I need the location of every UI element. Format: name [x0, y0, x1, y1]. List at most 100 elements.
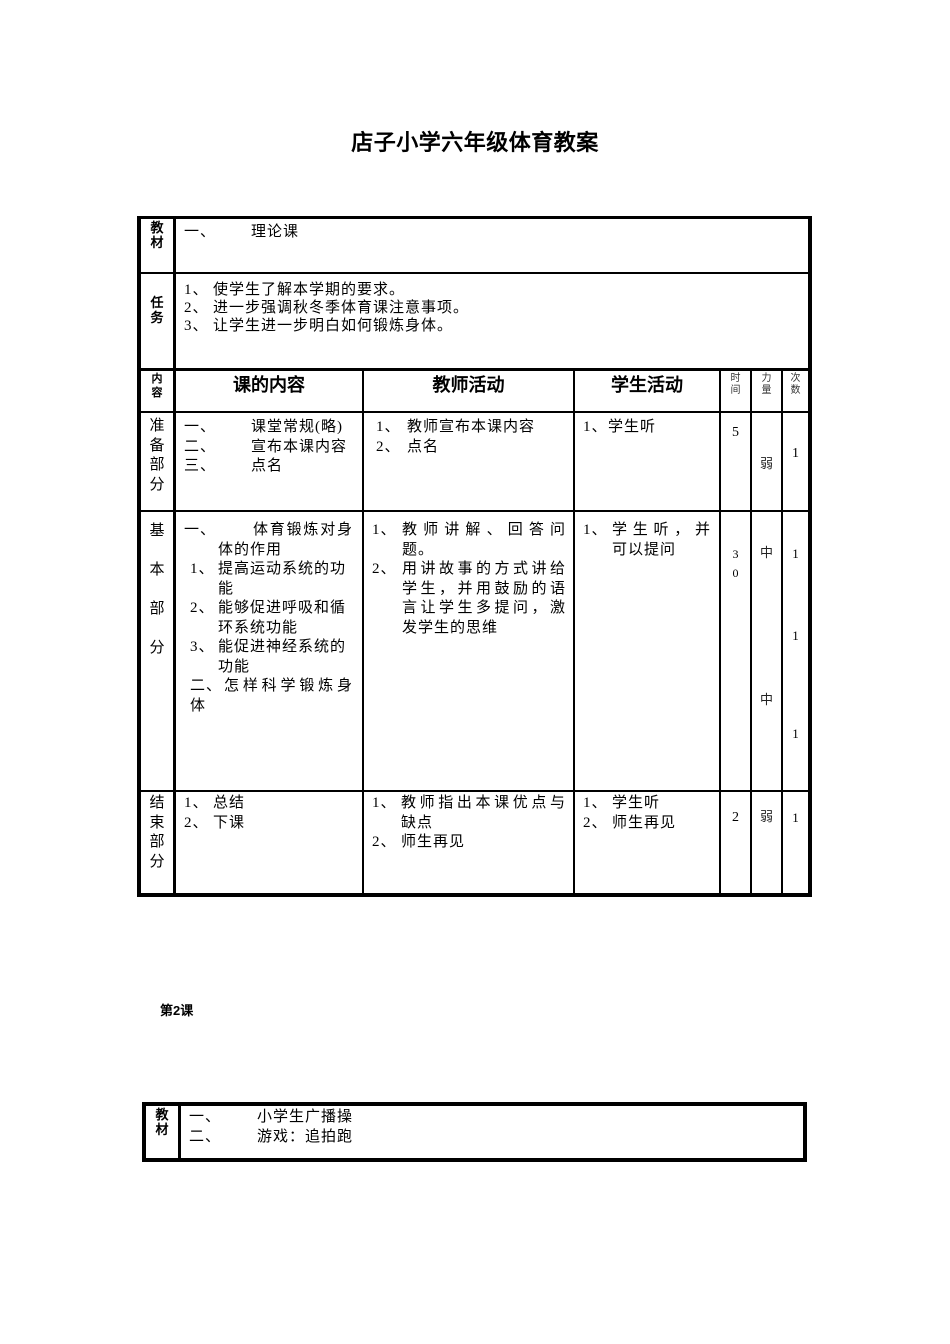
- item-text-line: 教师讲解、回答问: [402, 522, 565, 538]
- prep-student-cell: 1、 学生听: [575, 413, 719, 510]
- prep-content-cell: 一、 课堂常规(略) 二、 宣布本课内容 三、 点名: [176, 413, 362, 510]
- item-text: 课堂常规(略): [251, 419, 343, 435]
- item-number: 3、: [190, 639, 215, 655]
- prep-teacher-cell: 1、 教师宣布本课内容 2、 点名: [364, 413, 573, 510]
- main-reps-value: 1: [792, 546, 799, 561]
- materials-item: 一、 小学生广播操: [181, 1108, 803, 1128]
- item-text-line: 提高运动系统的功: [218, 561, 347, 577]
- student-item: 1、 学生听，并: [575, 521, 719, 541]
- end-intensity-cell: 弱: [752, 792, 781, 893]
- main-content-cell: 一、 体育锻炼对身 体的作用 1、 提高运动系统的功 能 2、 能够促进呼吸和循…: [176, 512, 362, 790]
- content-item: 1、 提高运动系统的功: [176, 560, 362, 580]
- main-time-cell: 30: [721, 512, 750, 790]
- item-text-line: 缺点: [401, 814, 434, 831]
- teacher-item: 1、 教师讲解、回答问: [364, 521, 573, 541]
- main-reps-value: 1: [792, 726, 799, 741]
- item-text: 学生听: [608, 419, 657, 435]
- lesson2-materials-label-cell: 教材: [146, 1106, 178, 1158]
- prep-section-label: 准备部分: [149, 418, 165, 493]
- main-section-label: 基本部分: [149, 523, 165, 656]
- materials-content-cell: 一、 理论课: [176, 219, 808, 272]
- column-header-reps: 次数: [790, 373, 801, 396]
- item-text: 下课: [213, 814, 246, 831]
- item-number: 2、: [184, 300, 209, 316]
- end-time-value: 2: [732, 810, 739, 825]
- item-text-line: 能够促进呼吸和循: [218, 600, 347, 616]
- column-header-student: 学生活动: [611, 375, 683, 395]
- content-item: 二、 宣布本课内容: [176, 438, 362, 458]
- item-number: 2、: [376, 438, 401, 455]
- item-text: 总结: [213, 795, 246, 811]
- item-number: 2、: [184, 814, 209, 831]
- item-text-line: 环系统功能: [218, 619, 299, 636]
- main-teacher-cell: 1、 教师讲解、回答问 题。 2、 用讲故事的方式讲给 学生，并用鼓励的语 言让…: [364, 512, 573, 790]
- item-number: 1、: [184, 795, 209, 811]
- item-number: 二、: [184, 438, 217, 455]
- header-reps-cell: 次数: [783, 371, 808, 411]
- header-section-label: 内容: [151, 373, 163, 399]
- lesson-2-table: 教材 一、 小学生广播操 二、 游戏：追拍跑: [142, 1102, 807, 1162]
- teacher-item: 2、 用讲故事的方式讲给: [364, 560, 573, 580]
- item-text-line: 教师指出本课优点与: [401, 795, 565, 811]
- teacher-item: 2、 点名: [364, 438, 573, 458]
- header-teacher-cell: 教师活动: [364, 371, 573, 411]
- content-item: 2、 下课: [176, 814, 362, 834]
- prep-time-cell: 5: [721, 413, 750, 510]
- materials-item: 一、 理论课: [176, 223, 808, 243]
- item-number: 1、: [583, 795, 608, 811]
- header-time-cell: 时间: [721, 371, 750, 411]
- content-item: 二、 怎样科学锻炼身: [176, 677, 362, 697]
- main-intensity-cell: 中 中: [752, 512, 781, 790]
- item-number: 1、: [184, 282, 209, 298]
- item-text: 教师宣布本课内容: [407, 419, 536, 435]
- lesson-plan-table: 教材 一、 理论课 任务 1、 使学生了解本学期的要求。 2、 进一步强调秋冬季…: [137, 216, 812, 897]
- end-intensity-value: 弱: [759, 809, 773, 824]
- item-number: 一、: [189, 1109, 222, 1125]
- item-number: 1、: [376, 419, 401, 435]
- student-item: 1、 学生听: [575, 418, 719, 438]
- column-header-content: 课的内容: [233, 375, 305, 395]
- end-reps-value: 1: [792, 810, 799, 825]
- end-section-label: 结束部分: [149, 795, 165, 870]
- column-header-intensity: 力量: [761, 373, 772, 396]
- column-header-time: 时间: [730, 373, 741, 396]
- main-reps-cell: 1 1 1: [783, 512, 808, 790]
- tasks-label-cell: 任务: [141, 274, 173, 368]
- column-header-teacher: 教师活动: [432, 375, 505, 395]
- item-number: 2、: [372, 561, 397, 577]
- item-text-line: 体育锻炼对身: [253, 522, 352, 538]
- item-text-line: 言让学生多提问，激: [402, 600, 565, 616]
- content-item: 一、 体育锻炼对身: [176, 521, 362, 541]
- item-text-line: 体的作用: [218, 541, 283, 558]
- item-number: 2、: [583, 814, 608, 831]
- item-number: 1、: [583, 419, 608, 435]
- materials-label: 教材: [155, 1107, 169, 1137]
- item-text-line: 用讲故事的方式讲给: [402, 561, 565, 577]
- item-number: 一、: [184, 419, 217, 435]
- item-number: 二、: [189, 1128, 222, 1145]
- item-text-line: 题。: [402, 541, 435, 558]
- content-item: 2、 能够促进呼吸和循: [176, 599, 362, 619]
- materials-item: 二、 游戏：追拍跑: [181, 1128, 803, 1148]
- teacher-item: 1、 教师指出本课优点与: [364, 794, 573, 814]
- content-item: 1、 总结: [176, 794, 362, 814]
- main-reps-value: 1: [792, 628, 799, 643]
- teacher-item: 1、 教师宣布本课内容: [364, 418, 573, 438]
- tasks-label: 任务: [150, 295, 164, 325]
- content-item: 3、 能促进神经系统的: [176, 638, 362, 658]
- item-text-line: 学生，并用鼓励的语: [402, 580, 565, 597]
- task-item: 3、 让学生进一步明白如何锻炼身体。: [176, 317, 808, 335]
- item-number: 2、: [190, 600, 215, 616]
- item-text-line: 可以提问: [612, 541, 677, 558]
- prep-label-cell: 准备部分: [141, 413, 173, 510]
- item-text-line: 师生再见: [401, 834, 466, 850]
- header-content-cell: 课的内容: [176, 371, 362, 411]
- materials-label: 教材: [150, 220, 164, 250]
- item-text-line: 体: [190, 697, 207, 714]
- student-item: 1、 学生听: [575, 794, 719, 814]
- item-text: 学生听: [612, 795, 661, 811]
- end-content-cell: 1、 总结 2、 下课: [176, 792, 362, 893]
- materials-label-cell: 教材: [141, 219, 173, 272]
- item-text: 师生再见: [612, 814, 677, 831]
- prep-intensity-value: 弱: [759, 456, 773, 471]
